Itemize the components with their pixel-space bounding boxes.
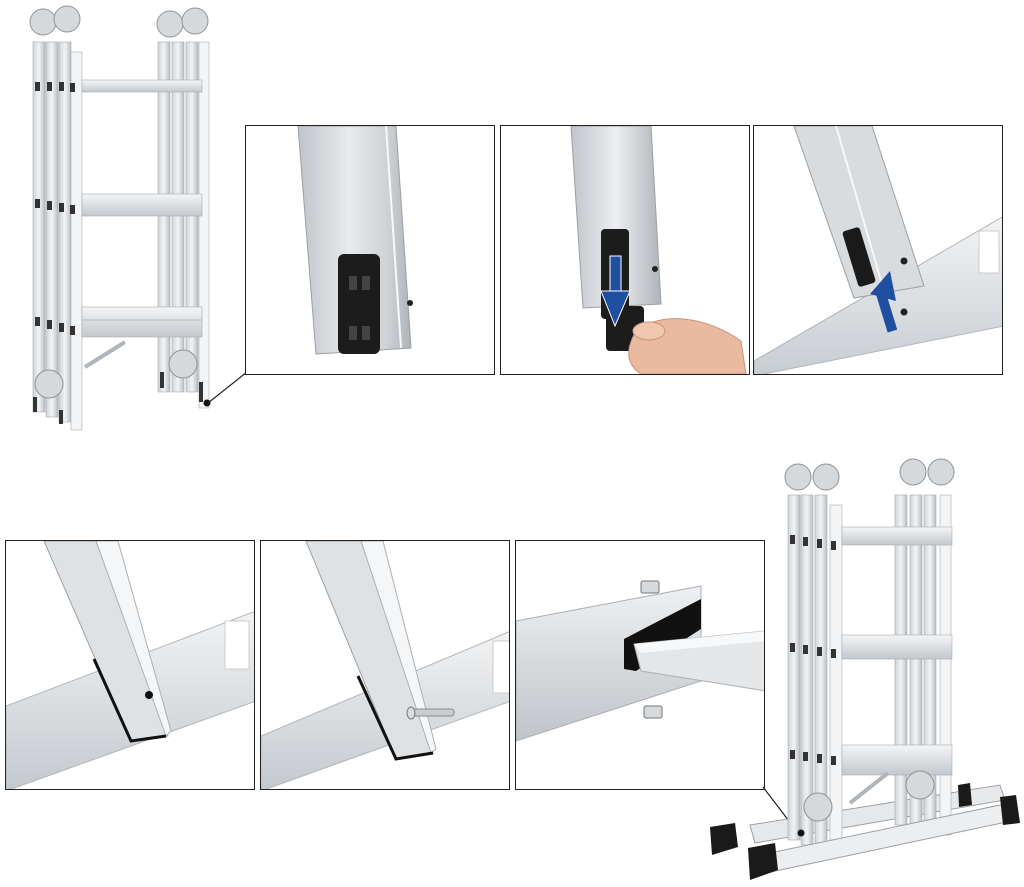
detail-panel-leg-end-cap <box>245 125 495 375</box>
detail-panel-stabilizer-connection <box>515 540 765 790</box>
detail-panel-leg-bolted <box>260 540 510 790</box>
detail-panel-pull-cap <box>500 125 750 375</box>
ladder-folded-top-left <box>25 2 225 432</box>
ladder-with-stabilizer-bottom-right <box>700 455 1024 887</box>
detail-panel-insert-leg <box>753 125 1003 375</box>
detail-panel-leg-in-bar <box>5 540 255 790</box>
callout-line-top <box>207 371 248 404</box>
